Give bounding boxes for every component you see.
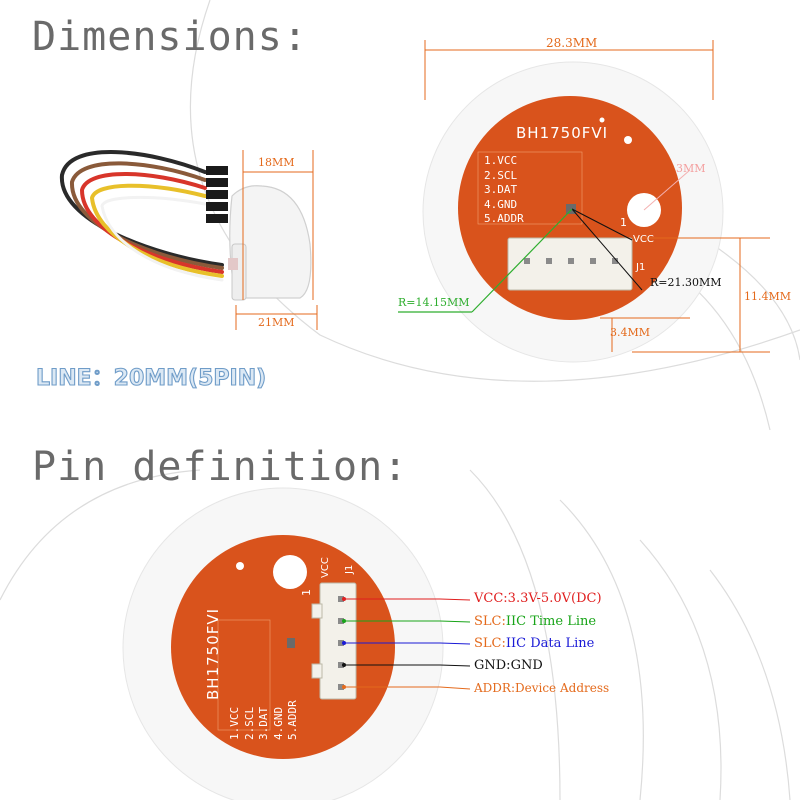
- pin-wire-dot: [342, 663, 346, 667]
- pin-def-desc: 3.3V-5.0V(DC): [507, 591, 602, 606]
- dome-height-label: 18MM: [258, 156, 295, 169]
- dimensions-heading: Dimensions:: [32, 14, 308, 60]
- connector-offset-label: 3.4MM: [610, 326, 651, 339]
- top-connector-ref: J1: [636, 262, 646, 273]
- hole-dimension-label: 3MM: [676, 162, 706, 175]
- pin-wire-dot: [342, 597, 346, 601]
- top-connector-vcc: VCC: [633, 234, 654, 245]
- pin-wire-dot: [342, 685, 346, 689]
- pin-def-gnd: GND:GND: [474, 658, 543, 673]
- pin-def-name: SLC:: [474, 614, 506, 629]
- pin-wire: [344, 642, 471, 645]
- pin-def-desc: IIC Data Line: [505, 636, 595, 651]
- bottom-mount-hole: [273, 555, 307, 589]
- pin-def-name: ADDR:: [474, 681, 515, 695]
- pin-wire-dot: [342, 641, 346, 645]
- top-pin-item: 5.ADDR: [484, 212, 524, 225]
- bottom-sensor-chip: [287, 638, 295, 648]
- pin-def-desc: GND: [510, 658, 543, 673]
- dome-width-label: 21MM: [258, 316, 295, 329]
- pin-def-name: GND:: [474, 658, 511, 673]
- top-sensor-chip: [566, 204, 576, 214]
- top-chip-name: BH1750FVI: [516, 124, 609, 142]
- width-dimension-label: 28.3MM: [546, 36, 598, 50]
- pin-def-sda: SLC:IIC Data Line: [474, 636, 594, 651]
- pin-def-desc: Device Address: [515, 681, 610, 695]
- line-spec-label: LINE：20MM(5PIN): [35, 365, 267, 391]
- top-pin-item: 1.VCC: [484, 154, 518, 167]
- pin-def-addr: ADDR:Device Address: [474, 681, 609, 695]
- radius-small-label: R=14.15MM: [398, 296, 470, 309]
- pin-def-desc: IIC Time Line: [505, 614, 597, 629]
- pin-def-name: VCC:: [474, 591, 508, 606]
- pin-def-vcc: VCC:3.3V-5.0V(DC): [474, 591, 602, 606]
- top-pin-item: 3.DAT: [484, 183, 518, 196]
- radius-large-label: R=21.30MM: [650, 276, 722, 289]
- pin-wire-dot: [342, 619, 346, 623]
- top-pin-item: 2.SCL: [484, 168, 518, 182]
- pin-wire: [344, 598, 471, 601]
- top-pin-list: 1.VCC 2.SCL 3.DAT 4.GND 5.ADDR: [484, 154, 524, 227]
- pin-definition-heading: Pin definition:: [32, 444, 409, 490]
- pin-def-name: SLC:: [474, 636, 506, 651]
- pin-def-scl: SLC:IIC Time Line: [474, 614, 596, 629]
- top-connector-pin1: 1: [620, 216, 627, 229]
- pin-wire: [344, 686, 471, 690]
- connector-height-label: 11.4MM: [744, 290, 792, 303]
- pin-wire: [344, 664, 471, 667]
- top-pin-item: 4.GND: [484, 197, 518, 211]
- pin-wire: [344, 620, 471, 623]
